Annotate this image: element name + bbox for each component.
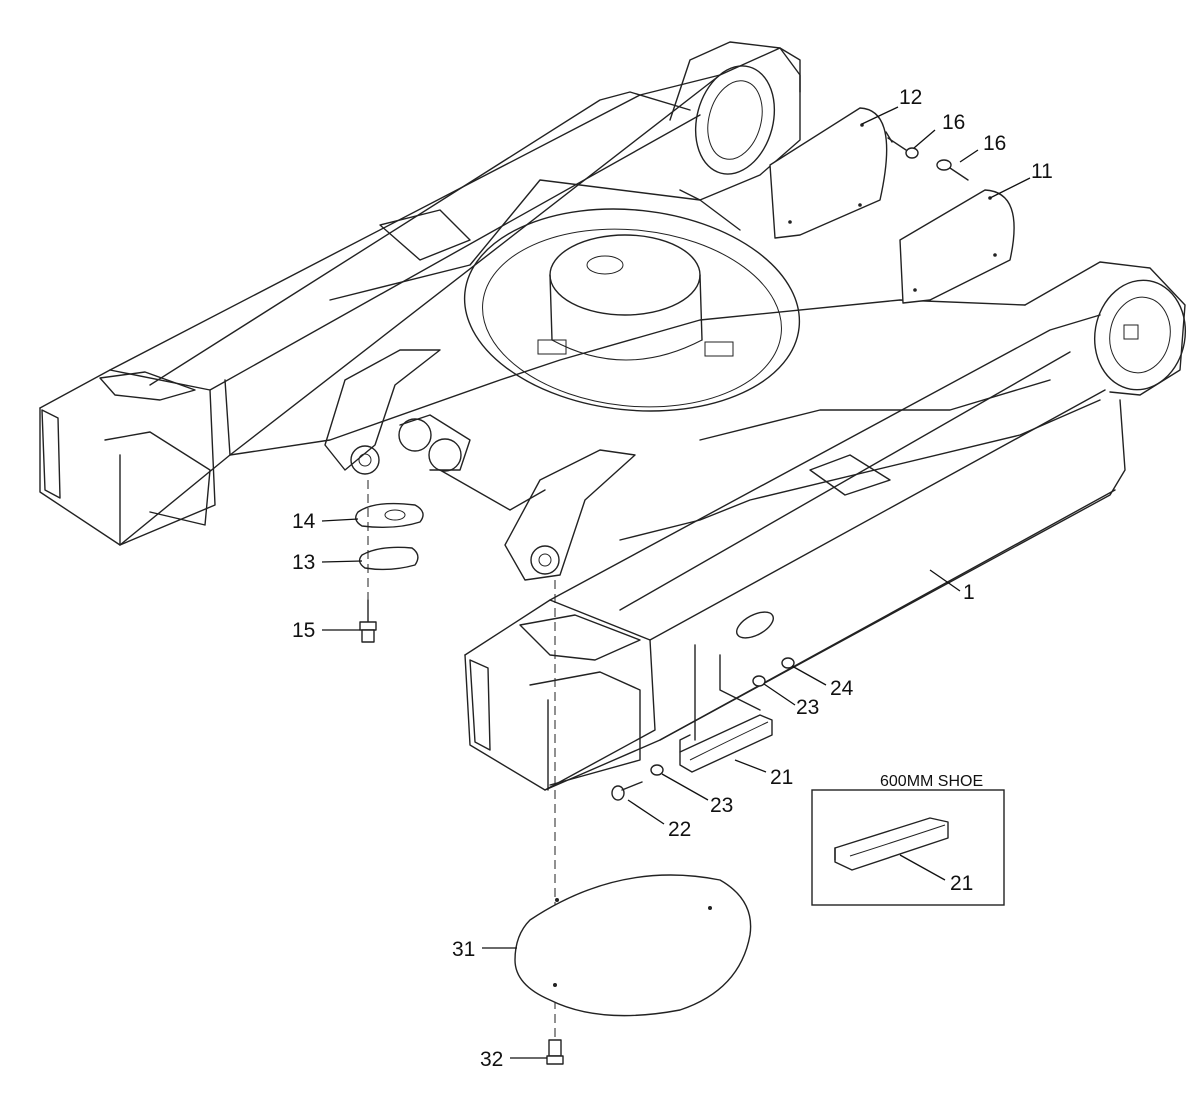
leader-21 xyxy=(734,759,767,773)
callout-11: 11 xyxy=(1031,160,1053,183)
leader-14 xyxy=(321,518,359,522)
callout-16-lower: 16 xyxy=(983,132,1006,155)
callout-22: 22 xyxy=(668,818,691,841)
blade-brackets xyxy=(324,349,636,581)
callout-21-inset: 21 xyxy=(950,872,973,895)
swing-bearing-ring xyxy=(463,208,801,412)
under-cover-31 xyxy=(514,874,752,1017)
plate-13 xyxy=(358,546,419,571)
shoe-inset-box xyxy=(811,789,1005,906)
gasket-14 xyxy=(355,502,424,529)
leader-21-inset xyxy=(899,854,946,881)
step-21 xyxy=(679,714,773,773)
callout-14: 14 xyxy=(292,510,316,533)
leader-11 xyxy=(989,177,1031,199)
leader-22 xyxy=(627,799,665,825)
callout-labels: 12 16 16 11 1 14 13 15 24 23 21 23 22 21… xyxy=(292,86,1053,1071)
callout-16-upper: 16 xyxy=(942,111,965,134)
bolt-15 xyxy=(359,599,377,643)
callout-31: 31 xyxy=(452,938,475,961)
step-21-inset xyxy=(834,817,949,871)
track-frame-part-1 xyxy=(39,41,1187,791)
leader-1 xyxy=(929,569,961,592)
callout-24: 24 xyxy=(830,677,854,700)
bolt-22 xyxy=(611,781,643,801)
leader-lines xyxy=(321,106,1031,1059)
step-guide-line-2 xyxy=(719,654,761,711)
washer-23-lower xyxy=(650,764,664,776)
callout-32: 32 xyxy=(480,1048,503,1071)
leader-24 xyxy=(791,665,827,686)
bolt-16-lower xyxy=(936,159,969,181)
callout-1: 1 xyxy=(963,581,975,604)
bolt-16-upper xyxy=(885,131,919,159)
callout-15: 15 xyxy=(292,619,315,642)
callout-23-upper: 23 xyxy=(796,696,819,719)
nut-24 xyxy=(781,657,795,669)
leader-16b xyxy=(959,149,979,163)
callout-12: 12 xyxy=(899,86,922,109)
callout-23-lower: 23 xyxy=(710,794,733,817)
cover-plate-12 xyxy=(769,107,888,239)
leader-16a xyxy=(913,129,936,149)
leader-23b xyxy=(661,773,709,801)
leader-23a xyxy=(763,683,796,706)
callout-13: 13 xyxy=(292,551,315,574)
leader-12 xyxy=(861,106,899,125)
cover-plate-11 xyxy=(899,189,1015,304)
washer-23-upper xyxy=(752,675,766,687)
inset-title: 600MM SHOE xyxy=(880,773,983,790)
callout-21: 21 xyxy=(770,766,793,789)
leader-13 xyxy=(321,560,363,563)
bolt-32 xyxy=(546,1039,564,1065)
